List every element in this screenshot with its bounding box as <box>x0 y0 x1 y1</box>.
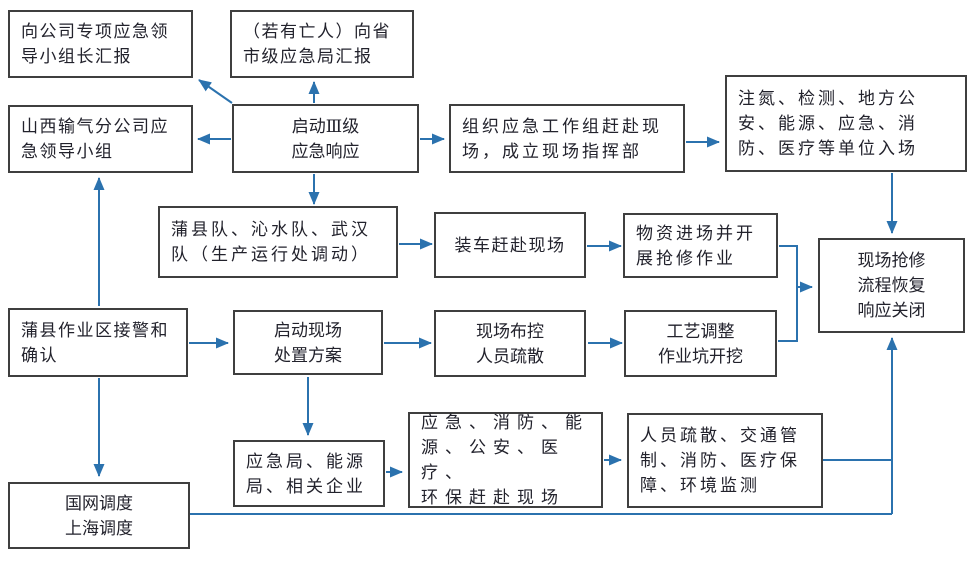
node-onsite-plan: 启动现场 处置方案 <box>233 310 383 375</box>
node-emergency-workgroup: 组织应急工作组赶赴现 场，成立现场指挥部 <box>449 104 685 173</box>
node-shanxi-leading-group: 山西输气分公司应 急领导小组 <box>8 105 193 173</box>
node-grid-dispatch: 国网调度 上海调度 <box>8 482 190 549</box>
node-puxian-area-alarm: 蒲县作业区接警和 确认 <box>8 308 188 377</box>
node-process-adjustment: 工艺调整 作业坑开挖 <box>624 310 777 377</box>
node-materials-entry: 物资进场并开 展抢修作业 <box>623 213 778 278</box>
node-report-provincial-bureau: （若有亡人）向省 市级应急局汇报 <box>230 10 414 78</box>
node-local-bureaus: 应急局、能源 局、相关企业 <box>233 440 385 507</box>
node-truck-dispatch: 装车赶赴现场 <box>434 212 586 278</box>
node-start-level3-response: 启动Ⅲ级 应急响应 <box>232 104 419 173</box>
node-report-company-leader: 向公司专项应急领 导小组长汇报 <box>8 10 193 78</box>
node-site-control: 现场布控 人员疏散 <box>434 310 586 377</box>
node-units-entry: 注氮、检测、地方公 安、能源、应急、消 防、医疗等单位入场 <box>725 75 967 172</box>
node-agencies-depart: 应急、消防、能 源、公安、医疗、 环保赶赴现场 <box>408 412 603 508</box>
node-evacuation-support: 人员疏散、交通管 制、消防、医疗保 障、环境监测 <box>627 413 823 508</box>
line-materials-adjust-join <box>778 245 798 342</box>
arrow-to-company-leader <box>198 79 233 104</box>
node-rescue-teams: 蒲县队、沁水队、武汉 队（生产运行处调动） <box>158 206 398 278</box>
node-response-closure: 现场抢修 流程恢复 响应关闭 <box>818 238 965 333</box>
